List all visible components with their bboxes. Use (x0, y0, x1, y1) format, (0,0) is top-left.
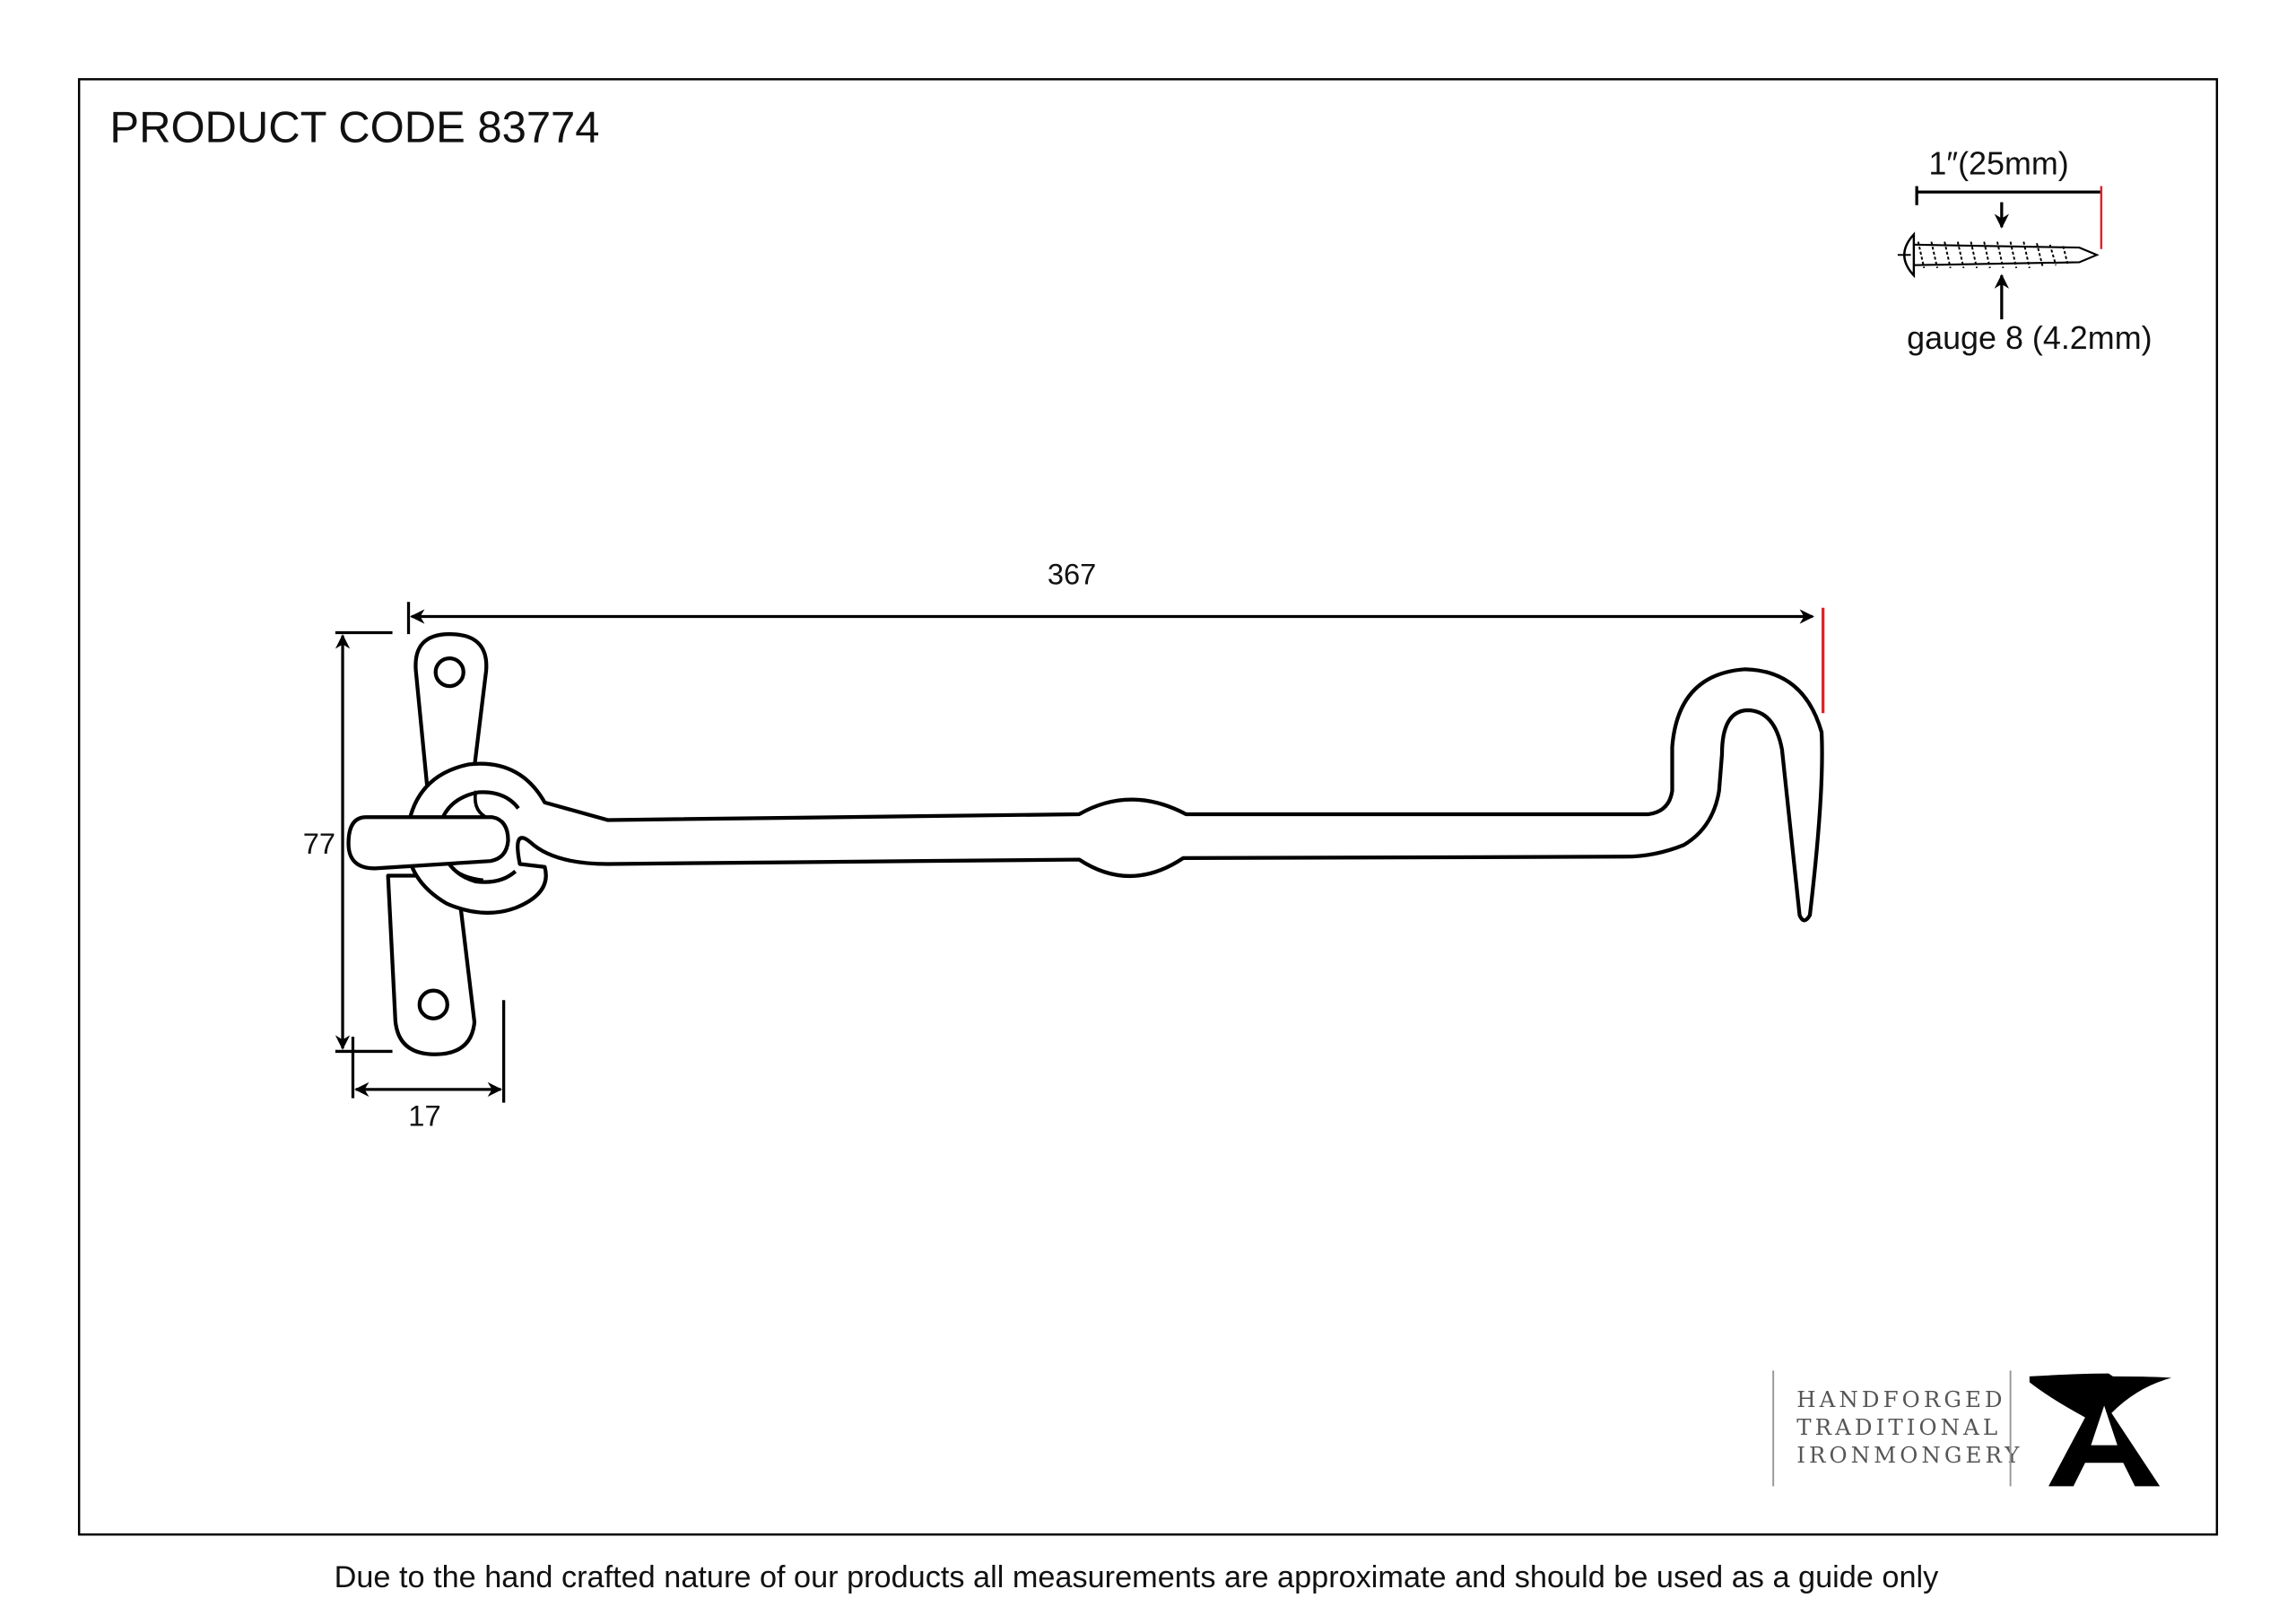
length-dimension: 367 (406, 558, 1825, 714)
logo-line-2: TRADITIONAL (1796, 1414, 2001, 1440)
logo-line-3: IRONMONGERY (1796, 1442, 2022, 1468)
screw-length-label: 1″(25mm) (1928, 144, 2068, 181)
footer-disclaimer: Due to the hand crafted nature of our pr… (335, 1560, 1940, 1594)
screw-icon (1897, 231, 2100, 279)
brand-logo: HANDFORGED TRADITIONAL IRONMONGERY (1772, 1370, 2172, 1487)
screw-gauge-label: gauge 8 (4.2mm) (1907, 319, 2152, 356)
height-value: 77 (303, 827, 335, 860)
height-dimension: 77 (303, 630, 393, 1054)
screw-spec: 1″(25mm) gauge 8 (4.2mm) (1897, 144, 2152, 356)
anvil-icon (2029, 1373, 2172, 1487)
product-code: PRODUCT CODE 83774 (109, 104, 599, 152)
cabin-hook-drawing (346, 632, 1824, 1056)
length-value: 367 (1048, 558, 1096, 591)
logo-line-1: HANDFORGED (1796, 1386, 2005, 1412)
depth-value: 17 (408, 1099, 440, 1133)
depth-dimension: 17 (351, 1000, 506, 1133)
drawing-frame (77, 78, 2219, 1536)
